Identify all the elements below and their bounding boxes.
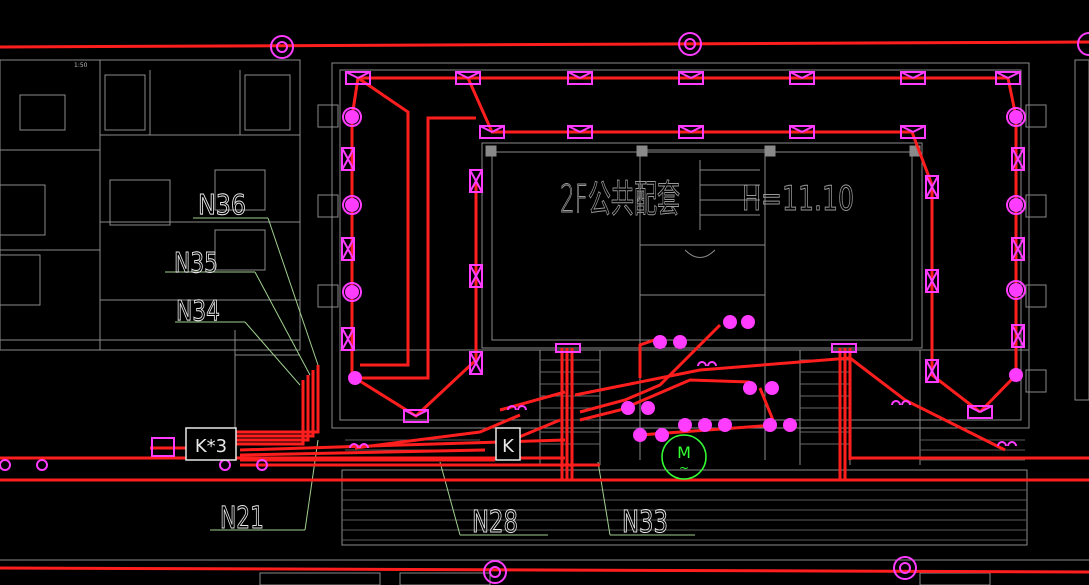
wire-right-outer — [978, 77, 1018, 414]
downlights — [345, 110, 1023, 442]
motor-circle[interactable] — [661, 434, 707, 480]
column — [317, 104, 339, 128]
corner-luminaire — [967, 405, 981, 413]
panel-k3[interactable]: K*3 — [185, 427, 237, 461]
column — [636, 145, 648, 157]
panel-label: K — [502, 436, 515, 457]
bottom-block — [399, 572, 491, 585]
stair-band — [341, 469, 1028, 546]
wire-inner-left — [354, 180, 478, 418]
sofa-block — [109, 179, 171, 226]
elevation-label: H=11.10 — [742, 179, 854, 219]
panel-k[interactable]: K — [495, 427, 521, 461]
panel-label: K*3 — [195, 436, 227, 457]
column — [485, 145, 497, 157]
motor-symbol[interactable]: M ~ — [661, 434, 707, 480]
downlight-rings — [342, 107, 1026, 302]
riser-box — [555, 343, 581, 353]
wire-left-return — [357, 76, 410, 367]
bathroom-block — [104, 74, 146, 131]
leader-n35 — [254, 271, 311, 376]
bed-block — [0, 184, 46, 236]
corner-luminaire — [403, 409, 417, 417]
bathroom-block — [19, 94, 66, 131]
circuit-label-n36: N36 — [198, 188, 246, 221]
neighbor-building — [1074, 59, 1089, 401]
homerun — [236, 380, 305, 446]
column — [1025, 284, 1047, 308]
column — [317, 284, 339, 308]
wire-machine-room — [574, 356, 851, 397]
door-arc — [684, 249, 716, 258]
site-boundary-line — [0, 566, 1089, 574]
circuit-label-n33: N33 — [622, 505, 668, 540]
site-boundary-line — [0, 40, 1089, 49]
leader-n36 — [267, 217, 319, 366]
leader-n34 — [244, 321, 301, 386]
leader-n21 — [304, 439, 319, 531]
junction-box — [151, 437, 175, 457]
leader-n33 — [597, 461, 611, 536]
circuit-label-n34: N34 — [176, 294, 220, 327]
wire-machine-room — [579, 378, 751, 422]
corner-luminaire — [979, 405, 993, 413]
circuit-label-n28: N28 — [472, 505, 518, 540]
fixture-layer — [0, 32, 1089, 584]
luminaire-row-top — [345, 71, 1021, 85]
circuit-label-n21: N21 — [220, 501, 264, 536]
riser-box — [831, 343, 857, 353]
wire-outlet — [849, 356, 1006, 452]
luminaire-row-inner — [479, 125, 926, 139]
bottom-block — [259, 572, 381, 585]
leader-n28 — [439, 461, 461, 536]
bed-block — [214, 169, 266, 211]
wire-top-inner — [466, 77, 912, 134]
feeder — [239, 448, 486, 457]
homerun — [236, 375, 310, 442]
courtyard-wall — [481, 142, 923, 349]
column — [317, 194, 339, 218]
boundary-markers — [0, 32, 1089, 584]
column — [764, 145, 776, 157]
wiring-layer — [0, 40, 1089, 574]
apartment-outline — [0, 59, 301, 351]
bed-block — [0, 254, 41, 306]
luminaire-col-right — [925, 147, 1025, 383]
leader-lines — [165, 217, 695, 536]
stair-treads — [342, 479, 1027, 541]
corner-luminaire — [415, 409, 429, 417]
wire-inner-return — [352, 116, 476, 380]
motor-label: M — [677, 443, 691, 462]
wire-outlet — [354, 413, 521, 450]
corner-luminaire — [403, 409, 429, 423]
wire-machine-room — [579, 323, 722, 414]
column — [1025, 369, 1047, 393]
circuit-label-n35: N35 — [174, 246, 218, 279]
homerun — [236, 365, 320, 434]
bottom-block — [919, 572, 991, 585]
motor-sublabel: ~ — [679, 461, 689, 475]
luminaire-col-left — [341, 147, 483, 375]
homerun — [236, 370, 315, 438]
room-title: 2F公共配套 — [560, 177, 680, 221]
corner-luminaire — [967, 405, 993, 419]
column — [1025, 104, 1047, 128]
outlets — [349, 361, 1017, 449]
bathroom-block — [244, 74, 291, 131]
stair-core — [639, 149, 766, 246]
bed-block — [214, 229, 266, 271]
panel-box[interactable] — [495, 427, 521, 461]
panel-box[interactable] — [185, 427, 237, 461]
scale-mark: 1:50 — [74, 62, 88, 69]
column — [1025, 194, 1047, 218]
